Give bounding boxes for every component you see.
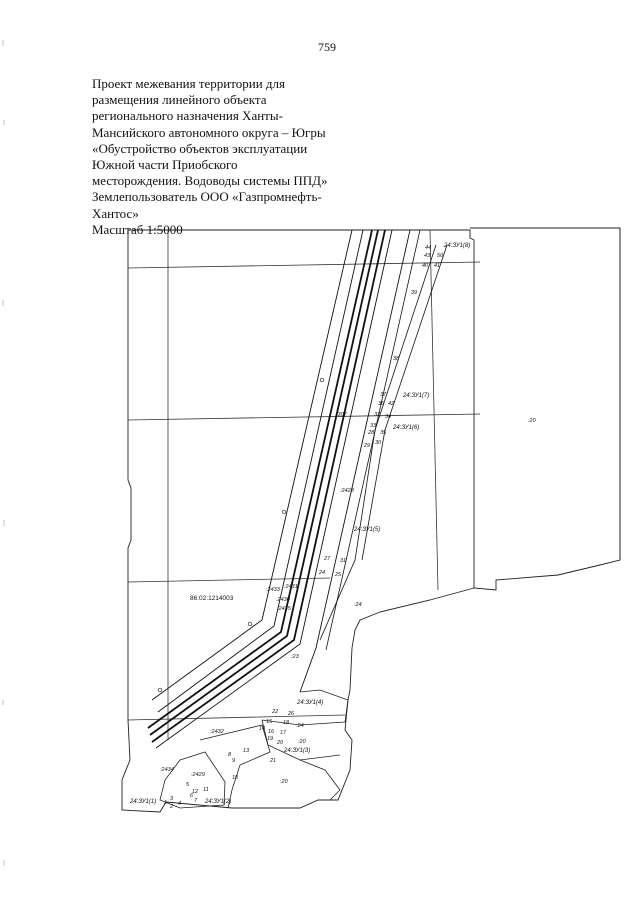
parcel-label: :20 bbox=[298, 739, 307, 745]
point-number: 19 bbox=[267, 736, 273, 742]
point-number: 10 bbox=[232, 775, 239, 781]
point-number: 12 bbox=[192, 789, 198, 795]
parcel-label: :24 bbox=[354, 602, 362, 608]
point-number: 7 bbox=[194, 798, 198, 804]
parcel-label: 24:ЗУ1(2) bbox=[204, 799, 231, 805]
point-number: 40 bbox=[422, 263, 429, 269]
point-number: 21 bbox=[269, 758, 276, 764]
point-number: 34 bbox=[385, 414, 391, 420]
title-line: Мансийского автономного округа – Югры bbox=[92, 124, 326, 140]
title-line: регионального назначения Ханты- bbox=[92, 108, 283, 124]
parcel-label: :2429 bbox=[191, 772, 205, 778]
parcel-label: :2434 bbox=[160, 767, 174, 773]
point-number: 16 bbox=[268, 729, 275, 735]
outer-left-boundary bbox=[121, 230, 475, 813]
title-block: Проект межевания территории для размещен… bbox=[92, 76, 352, 238]
point-number: 8 bbox=[228, 752, 232, 758]
point-number: 27 bbox=[323, 556, 331, 562]
point-number: 39 bbox=[411, 290, 417, 296]
map-scale: Масштаб 1:5000 bbox=[92, 221, 183, 237]
point-number: 24 bbox=[318, 570, 325, 576]
land-user-cont: Хантос» bbox=[92, 205, 139, 221]
point-number: 30 bbox=[375, 440, 382, 446]
point-number: 17 bbox=[280, 730, 287, 736]
parcel-label: 24:ЗУ1(5) bbox=[353, 527, 380, 533]
scan-edge-marks bbox=[2, 40, 5, 866]
point-number: 50 bbox=[437, 253, 444, 259]
title-line: Проект межевания территории для bbox=[92, 76, 286, 91]
point-number: 14 bbox=[259, 726, 265, 732]
title-line: Южной части Приобского bbox=[92, 157, 238, 173]
point-number: 38 bbox=[393, 356, 400, 362]
point-number: 11 bbox=[203, 787, 209, 793]
point-number: 32 bbox=[374, 412, 380, 418]
markers bbox=[157, 377, 325, 693]
title-line: размещения линейного объекта bbox=[92, 92, 267, 108]
point-number: 28 bbox=[367, 430, 375, 436]
point-number: 6 bbox=[190, 793, 194, 799]
parcel-label: :2430 bbox=[276, 597, 291, 603]
point-number: 31 bbox=[340, 558, 346, 564]
title-line: «Обустройство объектов эксплуатации bbox=[92, 140, 308, 156]
point-number: 33 bbox=[370, 423, 377, 429]
point-number: 13 bbox=[243, 748, 250, 754]
grid-lines bbox=[127, 229, 481, 740]
parcel-label: 24:ЗУ1(4) bbox=[296, 700, 323, 706]
parcel-label: :2435 bbox=[277, 606, 292, 612]
pipeline-corridor bbox=[147, 229, 448, 749]
parcel-label: 24:ЗУ1(1) bbox=[129, 799, 156, 805]
point-number: 37 bbox=[380, 392, 387, 398]
parcel-label: 24:ЗУ1(7) bbox=[402, 393, 429, 399]
point-number: 9 bbox=[232, 758, 235, 764]
parcel-label: 24:ЗУ1(8) bbox=[443, 243, 470, 249]
point-number: 43 bbox=[424, 253, 431, 259]
parcel-label: :20 bbox=[280, 779, 289, 785]
parcel-label: :307 bbox=[336, 412, 348, 418]
point-number: 1 bbox=[164, 800, 167, 806]
point-number: 36 bbox=[378, 401, 385, 407]
point-number: 25 bbox=[334, 572, 342, 578]
parcel-label: :2432 bbox=[210, 729, 224, 735]
point-numbers: 44 43 50 40 41 39 38 37 36 42 32 34 33 2… bbox=[164, 245, 444, 810]
point-number: 22 bbox=[271, 709, 278, 715]
point-number: 5 bbox=[186, 782, 190, 788]
page-number: 759 bbox=[318, 40, 336, 54]
point-number: 42 bbox=[388, 401, 394, 407]
parcel-label: :20 bbox=[528, 418, 537, 424]
title-line: месторождения. Водоводы системы ППД» bbox=[92, 173, 328, 189]
point-number: 29 bbox=[363, 443, 370, 449]
point-number: 20 bbox=[276, 740, 284, 746]
lower-parcels bbox=[159, 689, 349, 809]
point-number: 35 bbox=[380, 430, 387, 436]
point-number: 2 bbox=[169, 804, 173, 810]
parcel-label: :2433 bbox=[266, 587, 281, 593]
point-number: 41 bbox=[434, 263, 440, 269]
parcel-label: :2431 bbox=[284, 584, 298, 590]
land-user: Землепользователь ООО «Газпромнефть- bbox=[92, 189, 322, 205]
parcel-label: 24:ЗУ1(3) bbox=[283, 748, 310, 754]
parcel-label: :24 bbox=[296, 723, 304, 729]
parcel-label: :23 bbox=[291, 654, 300, 660]
parcel-label: 24:ЗУ1(6) bbox=[392, 425, 419, 431]
cadastral-block-number: 86:02:1214003 bbox=[190, 595, 234, 602]
parcel-label: :2428 bbox=[340, 488, 355, 494]
point-number: 18 bbox=[283, 720, 290, 726]
point-number: 15 bbox=[266, 719, 273, 725]
point-number: 44 bbox=[425, 245, 431, 251]
point-number: 4 bbox=[178, 801, 181, 807]
point-number: 26 bbox=[287, 711, 295, 717]
point-number: 3 bbox=[170, 796, 174, 802]
